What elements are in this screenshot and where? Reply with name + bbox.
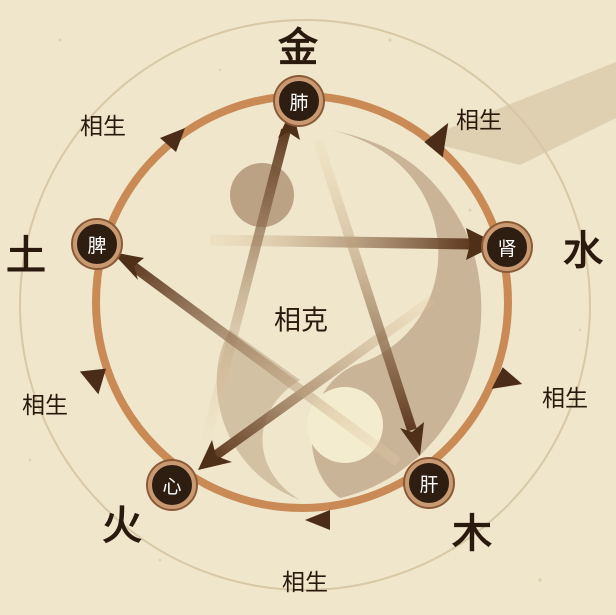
arrow-lung-to-kidney — [210, 240, 470, 244]
brush-stroke — [420, 62, 616, 165]
organ-lung-node: 肺 — [275, 77, 323, 125]
label-generating-bottom: 相生 — [282, 563, 328, 597]
organ-liver-node: 肝 — [405, 459, 453, 507]
organ-spleen-node: 脾 — [73, 220, 121, 268]
label-generating-right: 相生 — [542, 379, 588, 413]
label-generating-upper-right: 相生 — [456, 101, 502, 135]
organ-heart-node: 心 — [148, 461, 196, 509]
label-generating-upper-left: 相生 — [80, 107, 126, 141]
element-metal: 金 — [278, 15, 318, 73]
arrow-liver-to-spleen — [130, 264, 398, 462]
label-generating-left: 相生 — [22, 386, 68, 420]
element-earth: 土 — [6, 223, 46, 281]
label-restraining-center: 相克 — [274, 299, 328, 338]
element-wood: 木 — [452, 501, 492, 559]
organ-kidney-node: 肾 — [483, 223, 531, 271]
element-water: 水 — [563, 218, 603, 276]
element-fire: 火 — [102, 493, 142, 551]
